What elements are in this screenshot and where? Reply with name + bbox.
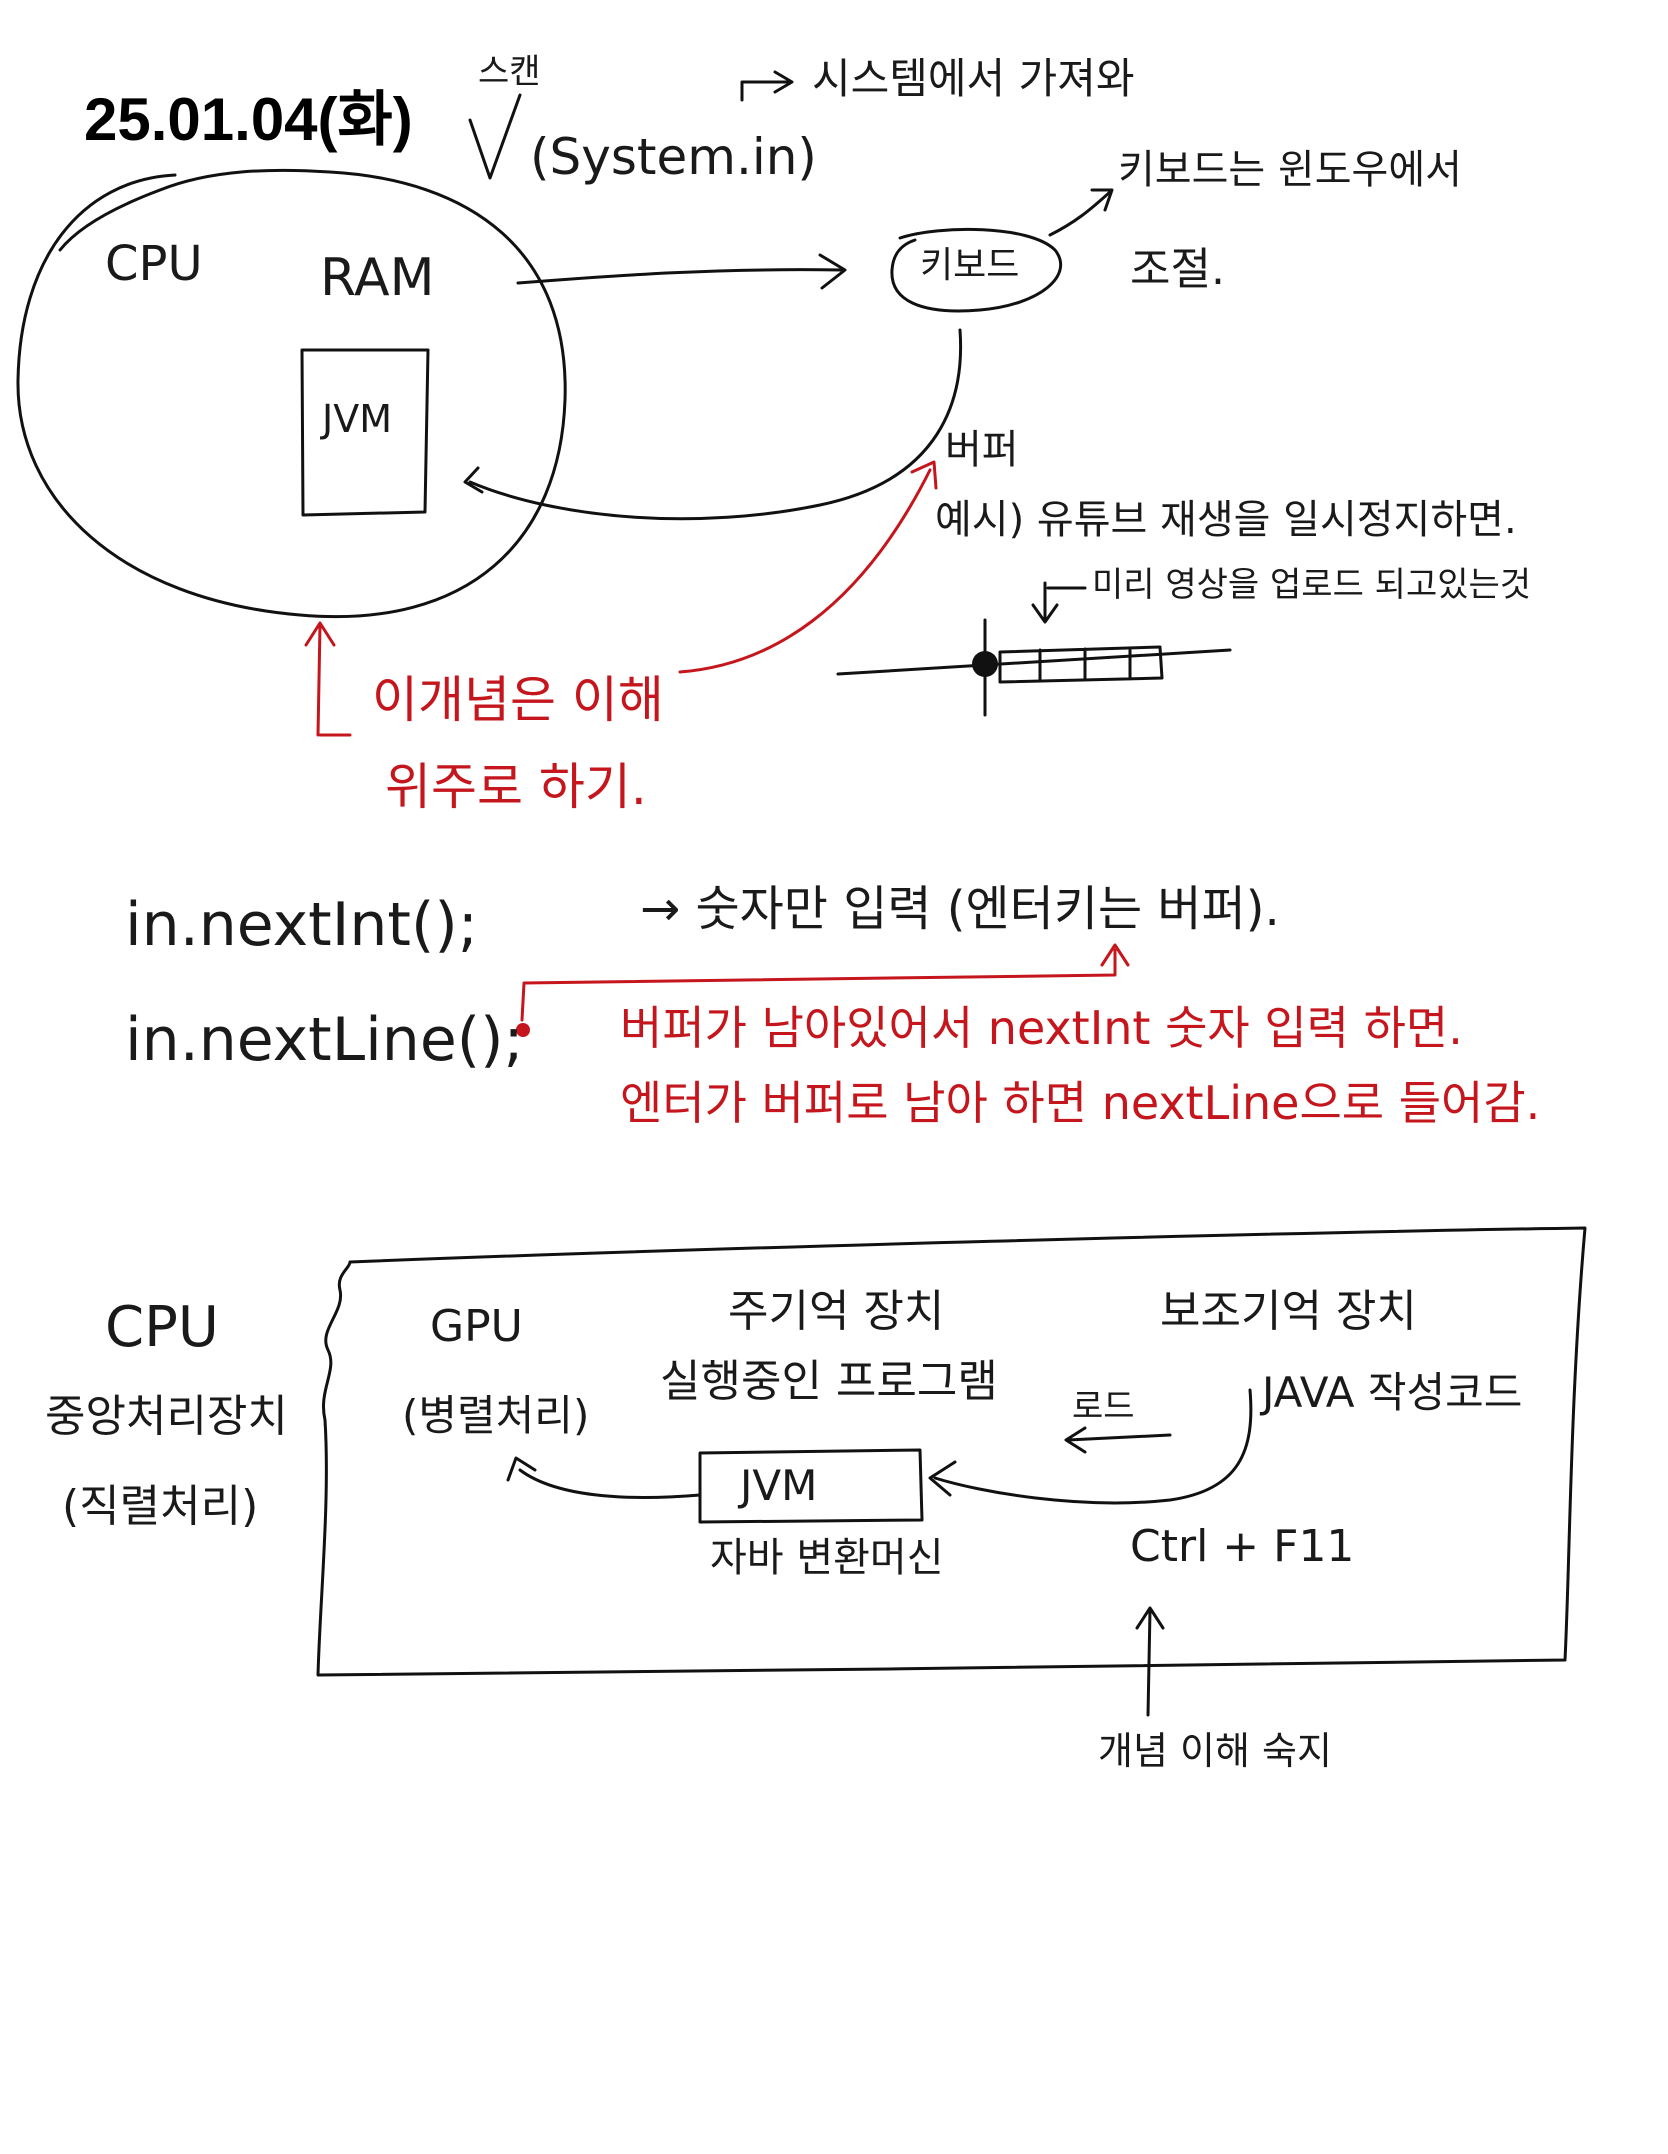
computer-circle (16, 168, 567, 618)
ctrl-f11-label: Ctrl + F11 (1130, 1521, 1355, 1572)
load-arrow (1064, 1426, 1172, 1454)
playhead-dot (972, 651, 998, 677)
jvm-rect (698, 1448, 924, 1524)
page-title: 25.01.04(화) (84, 86, 413, 153)
red-buffer-explanation: 버퍼가 남아있어서 nextInt 숫자 입력 하면. (620, 1001, 1463, 1055)
scan-check-mark (468, 93, 522, 180)
jvm-label: JVM (322, 397, 392, 441)
red-concept-note-2: 위주로 하기. (385, 758, 647, 816)
from-system-label: 시스템에서 가져와 (812, 54, 1135, 103)
ctrl-f11-up-arrow (1135, 1606, 1165, 1717)
hardware-box (316, 1226, 1587, 1677)
concept-understand-note: 개념 이해 숙지 (1098, 1729, 1332, 1773)
red-dot (516, 1023, 530, 1037)
red-concept-note: 이개념은 이해 (372, 671, 664, 729)
aux-memory-label: 보조기억 장치 (1160, 1286, 1417, 1337)
system-arrow (740, 70, 794, 102)
cpu-description: 중앙처리장치 (45, 1391, 288, 1442)
bottom-cpu-label: CPU (105, 1295, 219, 1360)
gpu-label: GPU (430, 1301, 523, 1352)
gpu-parallel-note: (병렬처리) (402, 1391, 590, 1440)
keyboard-oval (890, 227, 1063, 313)
keyboard-note: 키보드는 윈도우에서 (1118, 147, 1462, 193)
main-memory-label: 주기억 장치 (728, 1286, 945, 1337)
keyboard-note-2: 조절. (1130, 244, 1225, 295)
jvm-box-label: JVM (740, 1461, 818, 1510)
keyboard-label: 키보드 (920, 245, 1020, 286)
ram-to-keyboard-arrow (516, 253, 847, 290)
cpu-serial-note: (직렬처리) (62, 1481, 259, 1532)
running-program-label: 실행중인 프로그램 (660, 1356, 998, 1407)
next-int-description: → 숫자만 입력 (엔터키는 버퍼). (640, 881, 1280, 937)
buffer-label: 버퍼 (945, 427, 1019, 473)
red-buffer-arrow (678, 460, 938, 674)
scan-label: 스캔 (478, 52, 541, 92)
buffer-segments (998, 645, 1164, 684)
code-to-jvm-arrow (928, 1388, 1253, 1505)
red-concept-arrow (304, 621, 352, 737)
red-method-bracket (520, 943, 1130, 1022)
ram-label: RAM (320, 248, 435, 308)
java-code-label: JAVA 작성코드 (1262, 1368, 1523, 1417)
load-label: 로드 (1072, 1387, 1135, 1427)
buffer-return-arrow (463, 328, 963, 521)
keyboard-note-arrow (1048, 188, 1114, 237)
down-arrow-to-playhead (1031, 581, 1087, 624)
next-int-method: in.nextInt(); (125, 890, 478, 960)
jvm-box (300, 348, 430, 517)
next-line-method: in.nextLine(); (125, 1005, 524, 1075)
timeline-line (836, 648, 1232, 676)
youtube-example: 예시) 유튜브 재생을 일시정지하면. (935, 497, 1517, 543)
java-converter-label: 자바 변환머신 (710, 1535, 944, 1581)
cpu-label: CPU (105, 236, 203, 292)
preload-note: 미리 영상을 업로드 되고있는것 (1092, 565, 1532, 605)
system-in-label: (System.in) (530, 128, 817, 186)
red-buffer-explanation-2: 엔터가 버퍼로 남아 하면 nextLine으로 들어감. (620, 1076, 1541, 1130)
jvm-to-gpu-arrow (506, 1456, 702, 1499)
